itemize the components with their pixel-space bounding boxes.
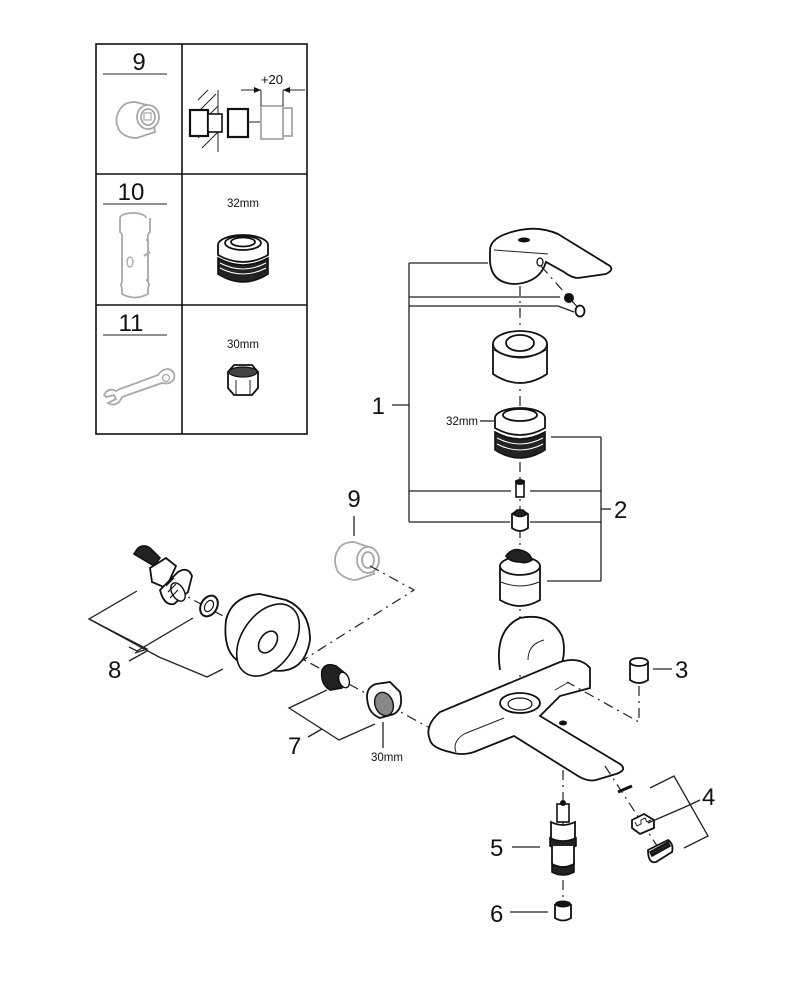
socket-tool-icon bbox=[119, 212, 151, 299]
extension-install-icon: +20 bbox=[188, 72, 305, 152]
legend-30mm-label: 30mm bbox=[227, 339, 259, 351]
callout-6: 6 bbox=[490, 900, 572, 928]
escutcheon bbox=[224, 593, 311, 677]
callout-4: 4 bbox=[604, 765, 715, 864]
legend-row-9: 9 bbox=[103, 49, 305, 152]
callout-number-1: 1 bbox=[372, 393, 385, 420]
callout-7: 7 30mm bbox=[287, 689, 403, 764]
callout-number-3: 3 bbox=[675, 657, 688, 684]
callout-5: 5 bbox=[490, 800, 577, 876]
cartridge-nut-size-label: 32mm bbox=[446, 416, 478, 428]
aerator-insert bbox=[631, 812, 655, 836]
legend-number-9: 9 bbox=[132, 49, 145, 76]
union-nut-icon bbox=[227, 364, 259, 396]
spindle-adapter bbox=[511, 509, 529, 532]
legend-number-11: 11 bbox=[119, 310, 144, 337]
lever-handle bbox=[489, 227, 613, 285]
extension-adapter-icon bbox=[115, 101, 160, 139]
callout-1: 1 bbox=[372, 262, 575, 523]
aerator-seal bbox=[617, 784, 633, 794]
callout-number-5: 5 bbox=[490, 835, 503, 862]
callout-number-2: 2 bbox=[614, 497, 627, 524]
legend-row-11: 11 30mm bbox=[102, 310, 259, 406]
cap-sleeve bbox=[492, 330, 548, 384]
s-union bbox=[132, 545, 193, 606]
legend-32mm-label: 32mm bbox=[227, 198, 259, 210]
set-screw bbox=[564, 293, 574, 303]
legend-row-10: 10 32mm bbox=[103, 179, 269, 299]
legend-table: 9 bbox=[95, 43, 308, 435]
ceramic-cartridge bbox=[499, 548, 541, 607]
handle-screw bbox=[515, 479, 525, 498]
seal-ring bbox=[574, 304, 586, 318]
cartridge-nut-icon bbox=[217, 234, 269, 283]
callout-number-4: 4 bbox=[702, 784, 715, 811]
washer bbox=[199, 594, 219, 618]
callout-9: 9 bbox=[299, 486, 416, 663]
aerator-housing bbox=[647, 838, 674, 864]
legend-number-10: 10 bbox=[118, 179, 145, 206]
callout-number-6: 6 bbox=[490, 901, 503, 928]
callout-number-9: 9 bbox=[347, 486, 360, 513]
cartridge-nut: 32mm bbox=[446, 407, 546, 459]
setscrew-axis bbox=[540, 265, 581, 311]
wrench-icon bbox=[102, 368, 176, 406]
union-axis bbox=[174, 589, 431, 729]
union-nut bbox=[366, 681, 403, 719]
callout-number-7: 7 bbox=[288, 733, 301, 760]
mixer-body bbox=[427, 615, 625, 782]
callout-8: 8 bbox=[87, 590, 224, 684]
legend-table-border bbox=[95, 43, 308, 435]
extension-length-label: +20 bbox=[261, 72, 283, 87]
union-nut-size-label: 30mm bbox=[371, 752, 403, 764]
callout-number-8: 8 bbox=[108, 657, 121, 684]
callout-2: 2 bbox=[530, 436, 627, 582]
callout-3: 3 bbox=[566, 657, 688, 724]
check-valve bbox=[320, 663, 351, 691]
